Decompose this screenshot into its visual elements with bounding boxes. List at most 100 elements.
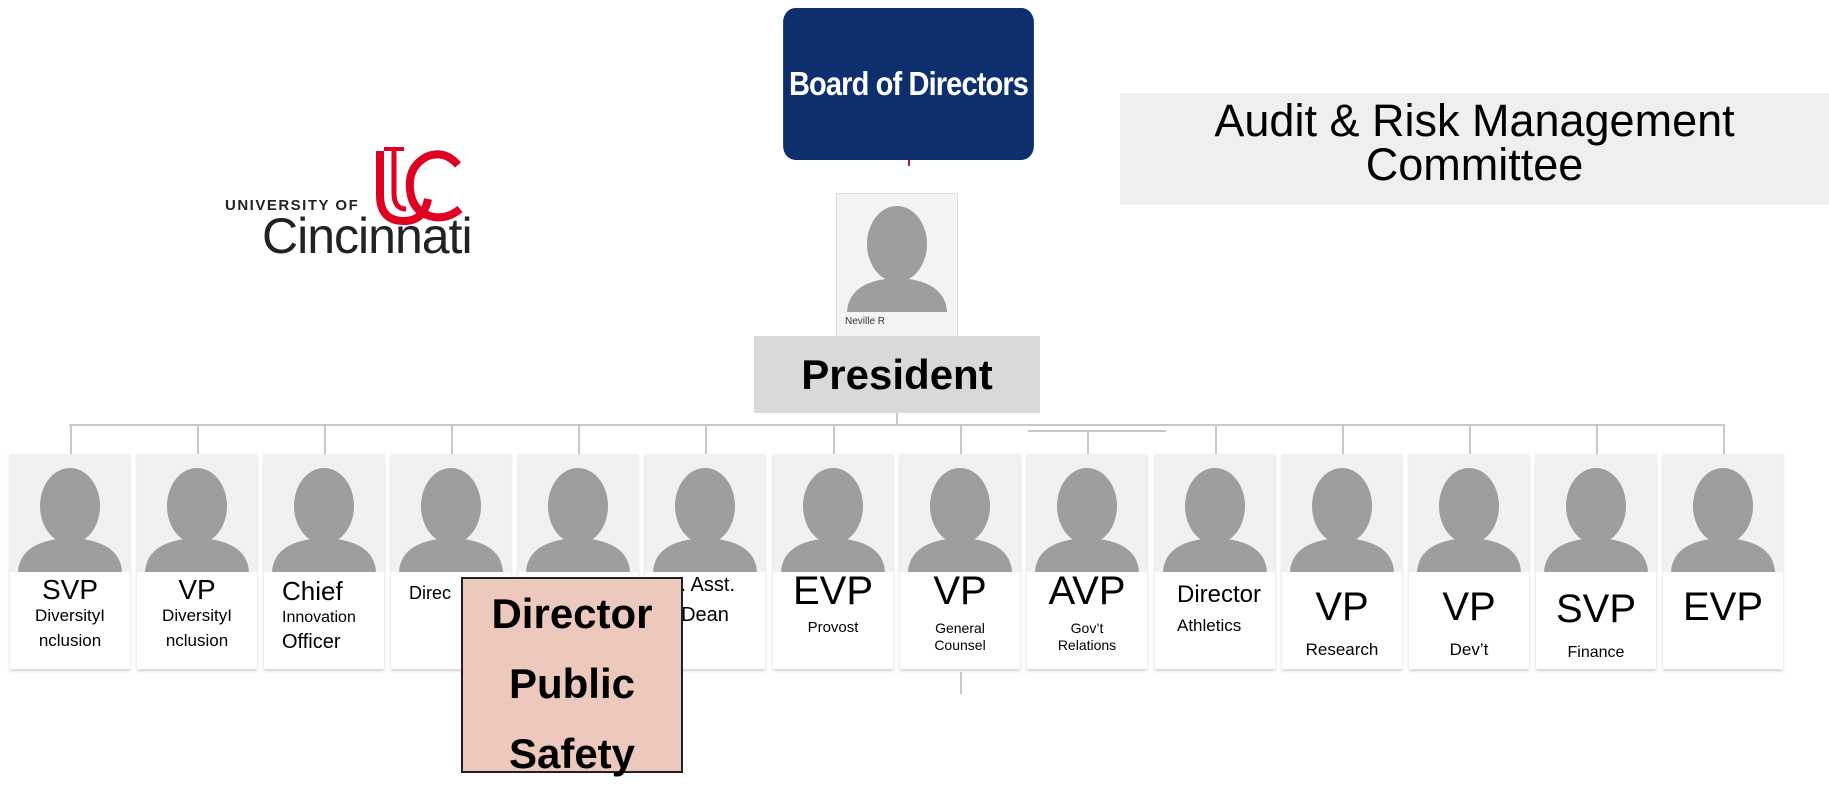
card-connector [705,424,707,454]
logo-university-of: UNIVERSITY OF [225,197,360,214]
person-silhouette-icon [526,468,630,572]
card-connector [1342,424,1344,454]
position-subtitle: General [935,620,985,636]
card-connector [833,424,835,454]
position-card: EVP Provost [773,454,893,669]
person-silhouette-icon [399,468,503,572]
card-connector [1087,430,1089,454]
position-card: VP Research [1282,454,1402,669]
position-photo [10,454,130,572]
person-silhouette-icon [653,468,757,572]
position-subtitle-2: nclusion [165,631,229,650]
card-connector [578,424,580,454]
card-connector [197,424,199,454]
dps-line-2: Public [508,660,636,707]
person-silhouette-icon [908,468,1012,572]
position-subtitle: Dean [681,604,729,626]
person-silhouette-icon [1417,468,1521,572]
position-title: VP [1442,585,1496,629]
position-card: SVP Finance [1536,454,1656,669]
card-connector [324,424,326,454]
card-connector [1469,424,1471,454]
board-connector [908,160,910,166]
position-subtitle: Dev’t [1449,640,1489,659]
position-card: Direc [391,454,511,669]
position-photo [1409,454,1529,572]
person-silhouette-icon [1290,468,1394,572]
person-silhouette-icon [781,468,885,572]
position-title: r. Asst. [674,574,736,596]
person-silhouette-icon [272,468,376,572]
position-photo [264,454,384,572]
card-connector [1215,424,1217,454]
position-title: EVP [1682,585,1764,629]
audit-committee-box: Audit & Risk Management Committee [1120,93,1829,205]
dps-line-3: Safety [508,730,636,777]
counsel-connector [960,672,962,694]
person-silhouette-icon [1163,468,1267,572]
person-silhouette-icon [18,468,122,572]
position-title: SVP [1555,587,1637,631]
position-photo [1027,454,1147,572]
position-photo [773,454,893,572]
position-subtitle: DiversityI [162,606,232,625]
position-photo [645,454,765,572]
card-connector [451,424,453,454]
position-subtitle: Gov’t [1070,620,1104,636]
org-horizontal-line [69,424,1724,426]
card-connector [70,424,72,454]
position-subtitle-2: Relations [1057,637,1117,653]
position-card [518,454,638,669]
uc-logo-icon [376,147,463,225]
position-subtitle: DiversityI [35,606,105,625]
position-photo [1663,454,1783,572]
position-photo [1536,454,1656,572]
person-silhouette-icon [145,468,249,572]
audit-line-2: Committee [1365,139,1584,190]
position-title: VP [178,574,216,605]
position-subtitle: Athletics [1177,616,1242,635]
position-title: Director [1177,581,1262,608]
org-horizontal-line-right [1028,430,1166,432]
president-photo-caption: Neville R [845,316,886,327]
director-public-safety-box: Director Public Safety [461,577,683,777]
person-silhouette-icon [1035,468,1139,572]
president-connector [896,413,898,425]
position-title: VP [1315,585,1369,629]
person-silhouette-icon [1671,468,1775,572]
position-subtitle: Innovation [282,609,356,626]
audit-line-1: Audit & Risk Management [1214,95,1735,146]
position-card: EVP [1663,454,1783,669]
position-photo [391,454,511,572]
board-of-directors-box: Board of Directors [783,8,1034,160]
position-title: VP [933,569,987,613]
card-connector [1723,424,1725,454]
position-title: Direc [409,583,452,603]
position-title: AVP [1048,569,1126,613]
president-box: President [754,336,1040,413]
position-photo [1282,454,1402,572]
position-photo [518,454,638,572]
position-photo [137,454,257,572]
person-silhouette-icon [847,206,947,312]
person-silhouette-icon [1544,468,1648,572]
position-title: Chief [282,576,343,606]
position-subtitle-2: nclusion [38,631,102,650]
position-subtitle-2: Counsel [934,637,986,653]
position-subtitle: Provost [807,619,859,636]
card-connector [960,424,962,454]
position-photo [1155,454,1275,572]
position-title: SVP [41,574,99,605]
position-subtitle: Finance [1567,644,1625,661]
president-photo: Neville R [836,193,958,337]
position-subtitle-2: Officer [282,631,341,653]
position-subtitle: Research [1305,640,1379,659]
position-title: EVP [792,569,874,613]
position-card: VP Dev’t [1409,454,1529,669]
dps-line-1: Director [491,590,653,637]
